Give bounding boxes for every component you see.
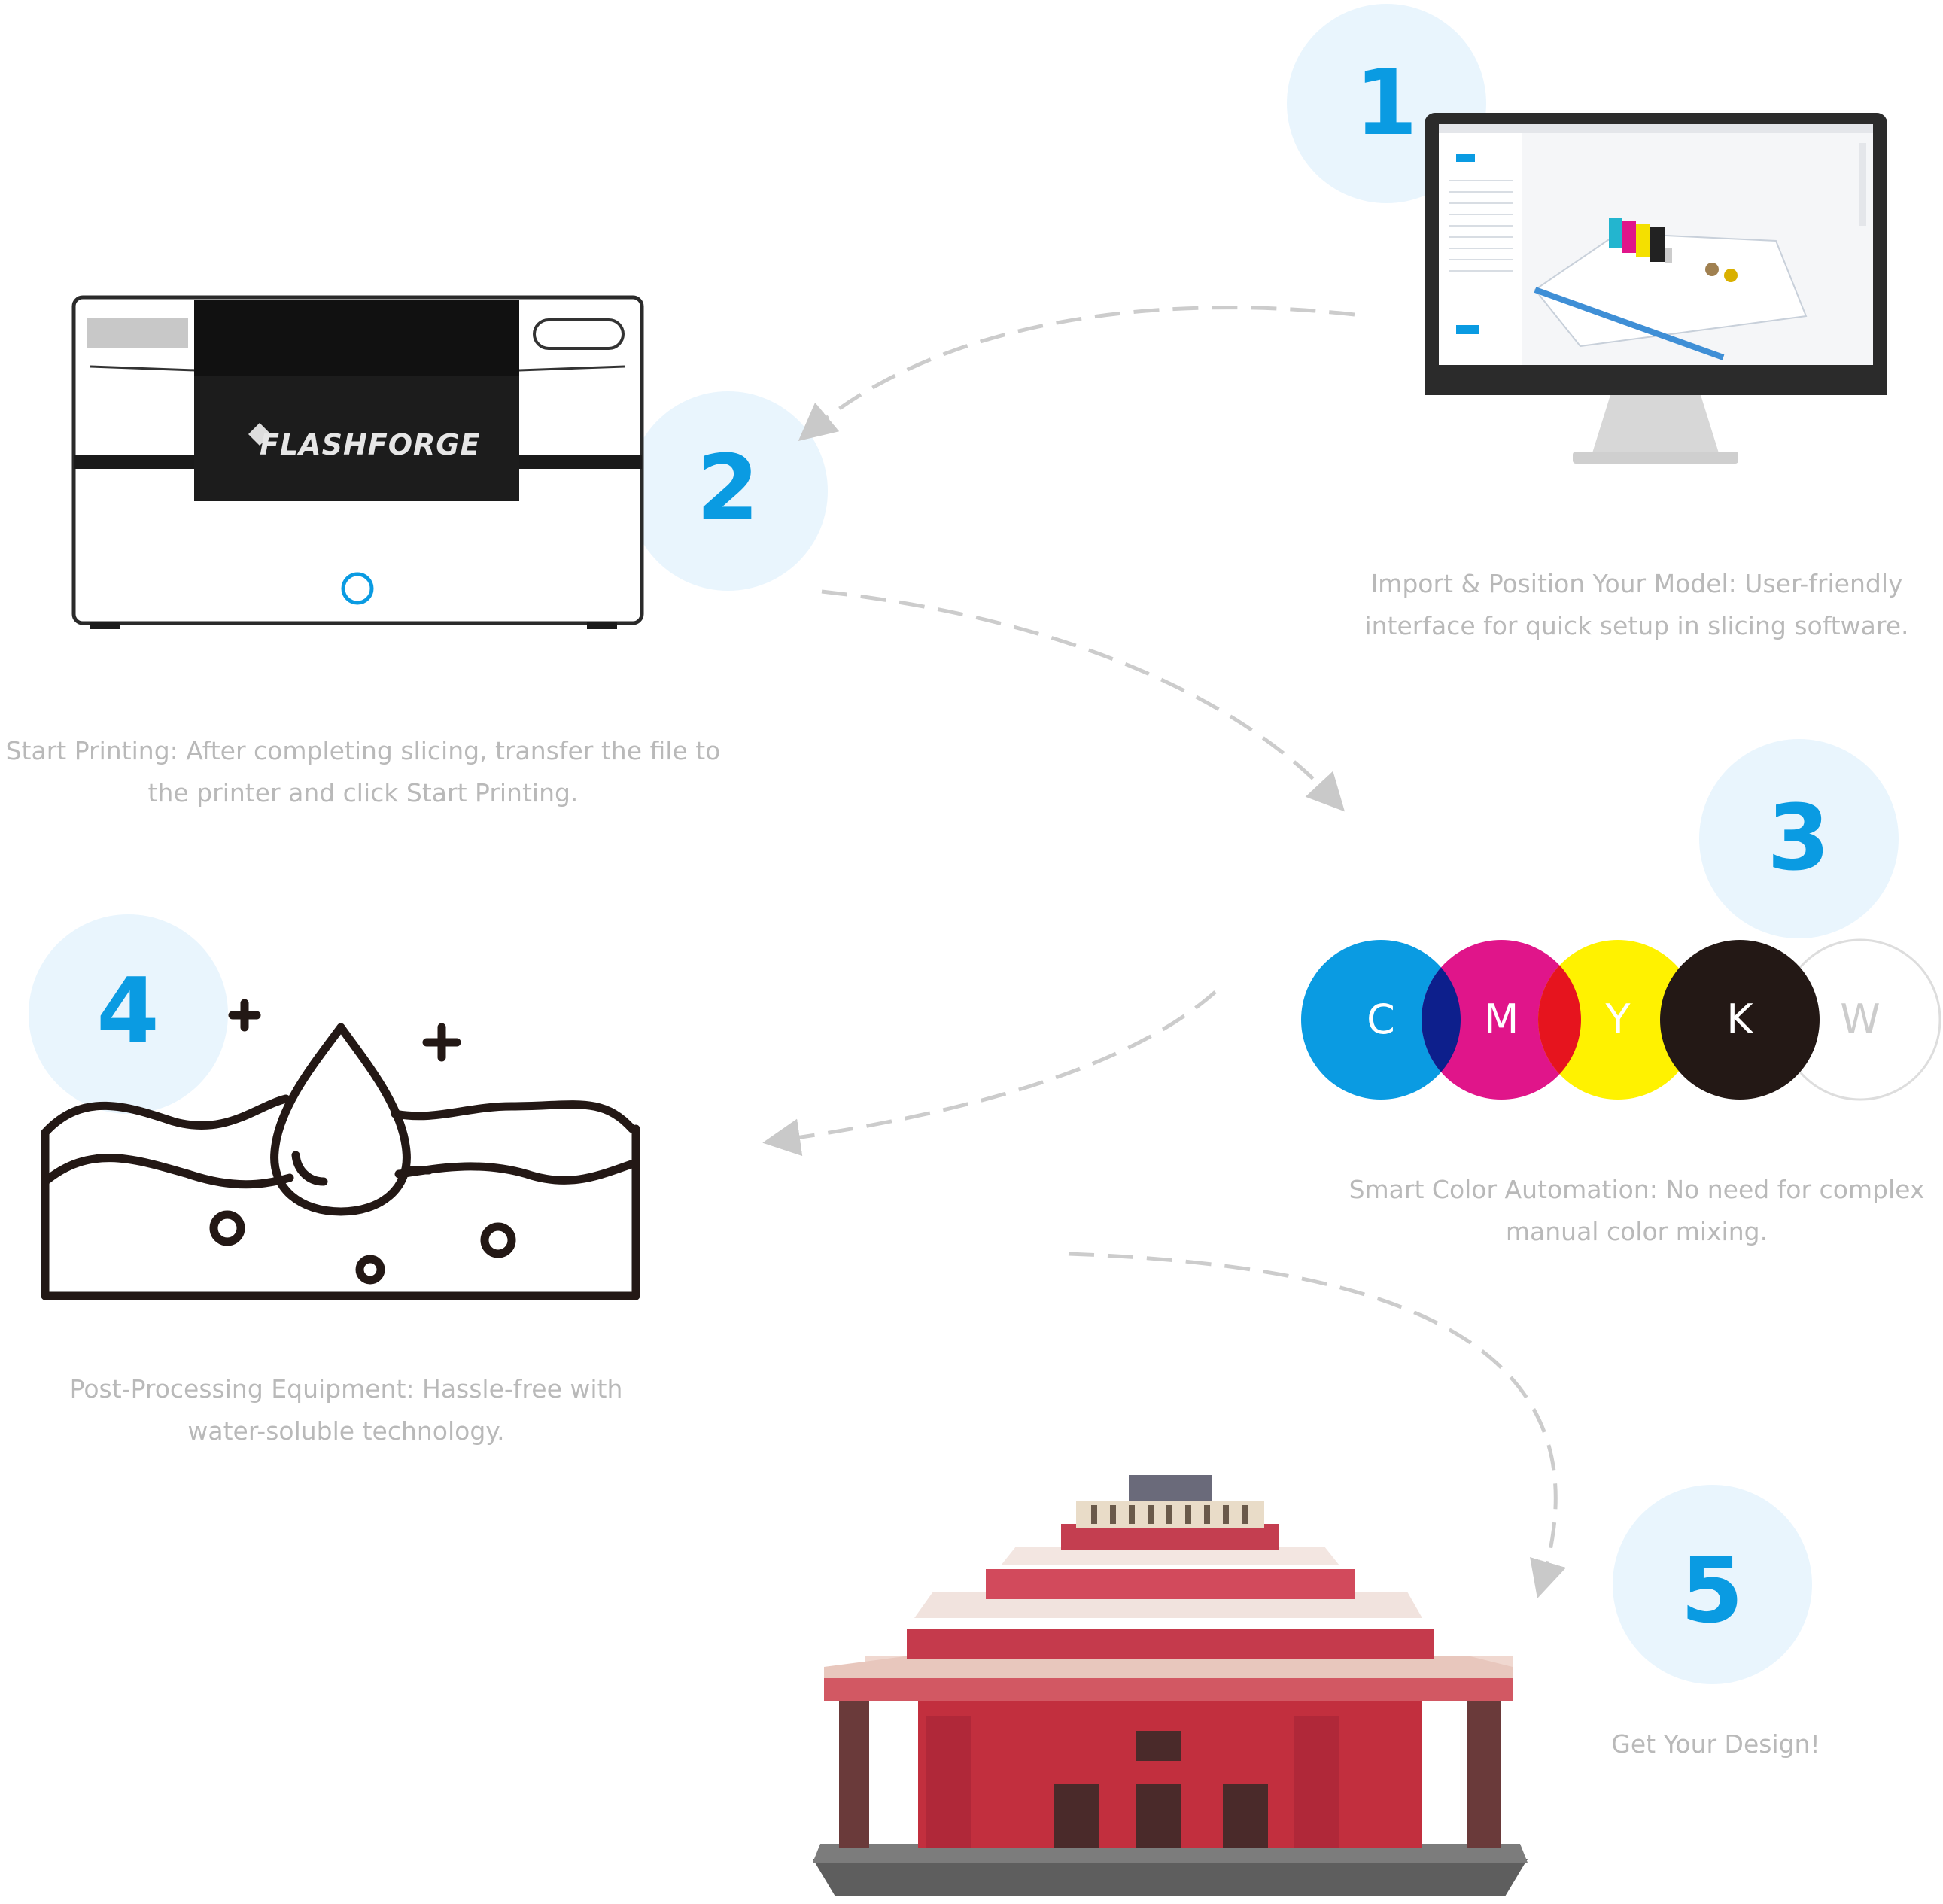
arrow-4-to-5 (1068, 1252, 1567, 1598)
step-4-badge (29, 914, 228, 1114)
printer-brand: FLASHFORGE (260, 428, 481, 461)
step-4-caption: Post-Processing Equipment: Hassle-free w… (69, 1374, 623, 1446)
monitor-icon (1425, 113, 1887, 464)
arrow-2-to-3 (821, 589, 1346, 812)
color-letter-w: W (1840, 996, 1881, 1043)
color-letter-c: C (1367, 996, 1395, 1043)
step-5-number: 5 (1680, 1539, 1744, 1644)
color-letter-y: Y (1605, 996, 1631, 1043)
step-2-badge (628, 391, 828, 591)
water-soluble-icon (41, 999, 640, 1300)
arrow-1-to-2 (798, 306, 1355, 441)
step-1-caption: Import & Position Your Model: User-frien… (1364, 569, 1909, 640)
step-3-badge (1699, 739, 1899, 938)
building-model-image (813, 1475, 1528, 1896)
color-letter-m: M (1483, 996, 1519, 1043)
color-letter-k: K (1726, 996, 1753, 1043)
step-2-number: 2 (696, 436, 759, 541)
step-4-number: 4 (96, 960, 160, 1064)
arrow-3-to-4 (762, 990, 1217, 1157)
step-5-caption: Get Your Design! (1611, 1729, 1820, 1759)
step-1-number: 1 (1355, 51, 1418, 156)
step-2-caption: Start Printing: After completing slicing… (5, 736, 721, 808)
step-5-badge (1613, 1485, 1812, 1684)
printer-icon (71, 295, 644, 629)
step-3-number: 3 (1767, 786, 1830, 891)
cmykw-icon (1301, 938, 1941, 1101)
step-3-caption: Smart Color Automation: No need for comp… (1349, 1175, 1925, 1246)
